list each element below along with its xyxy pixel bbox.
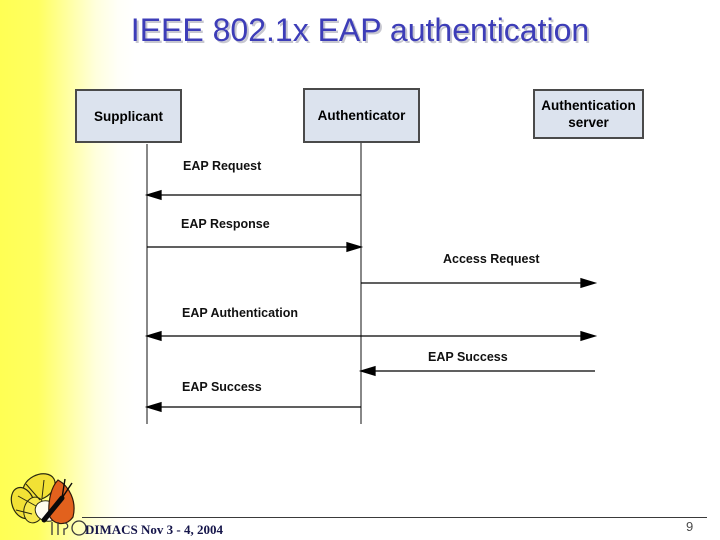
butterfly-white-wing [34,500,60,522]
footer-divider [82,517,707,518]
arrowhead-eap-response [346,241,364,253]
message-label-eap-authentication: EAP Authentication [182,306,298,320]
butterfly-yellow-wings [10,473,56,524]
slide-title: IEEE 802.1x EAP authentication [130,12,590,48]
butterfly-body [41,478,73,523]
arrowhead-eap-authentication-right [580,330,598,342]
actor-box-authenticator: Authenticator [303,88,420,143]
message-label-eap-success-server: EAP Success [428,350,508,364]
arrowhead-eap-success-supplicant [144,401,162,413]
actor-box-authentication-server: Authentication server [533,89,644,139]
message-label-eap-request: EAP Request [183,159,262,173]
actor-label-authentication-server: Authentication server [541,98,636,130]
footer-text: DIMACS Nov 3 - 4, 2004 [85,522,223,537]
message-label-access-request: Access Request [443,252,540,266]
actor-box-supplicant: Supplicant [75,89,182,143]
actor-label-authenticator: Authenticator [317,108,406,123]
actor-label-supplicant: Supplicant [93,108,163,124]
butterfly-orange-wing [48,479,75,525]
page-number: 9 [686,519,694,534]
message-label-eap-success-supplicant: EAP Success [182,380,262,394]
arrowhead-eap-authentication-left [144,330,162,342]
arrowhead-eap-request [144,189,162,201]
arrowhead-eap-success-server [358,365,376,377]
arrowhead-access-request [580,277,598,289]
message-label-eap-response: EAP Response [181,217,270,231]
butterfly-logo-lettering [51,520,87,536]
butterfly-logo [10,473,87,536]
